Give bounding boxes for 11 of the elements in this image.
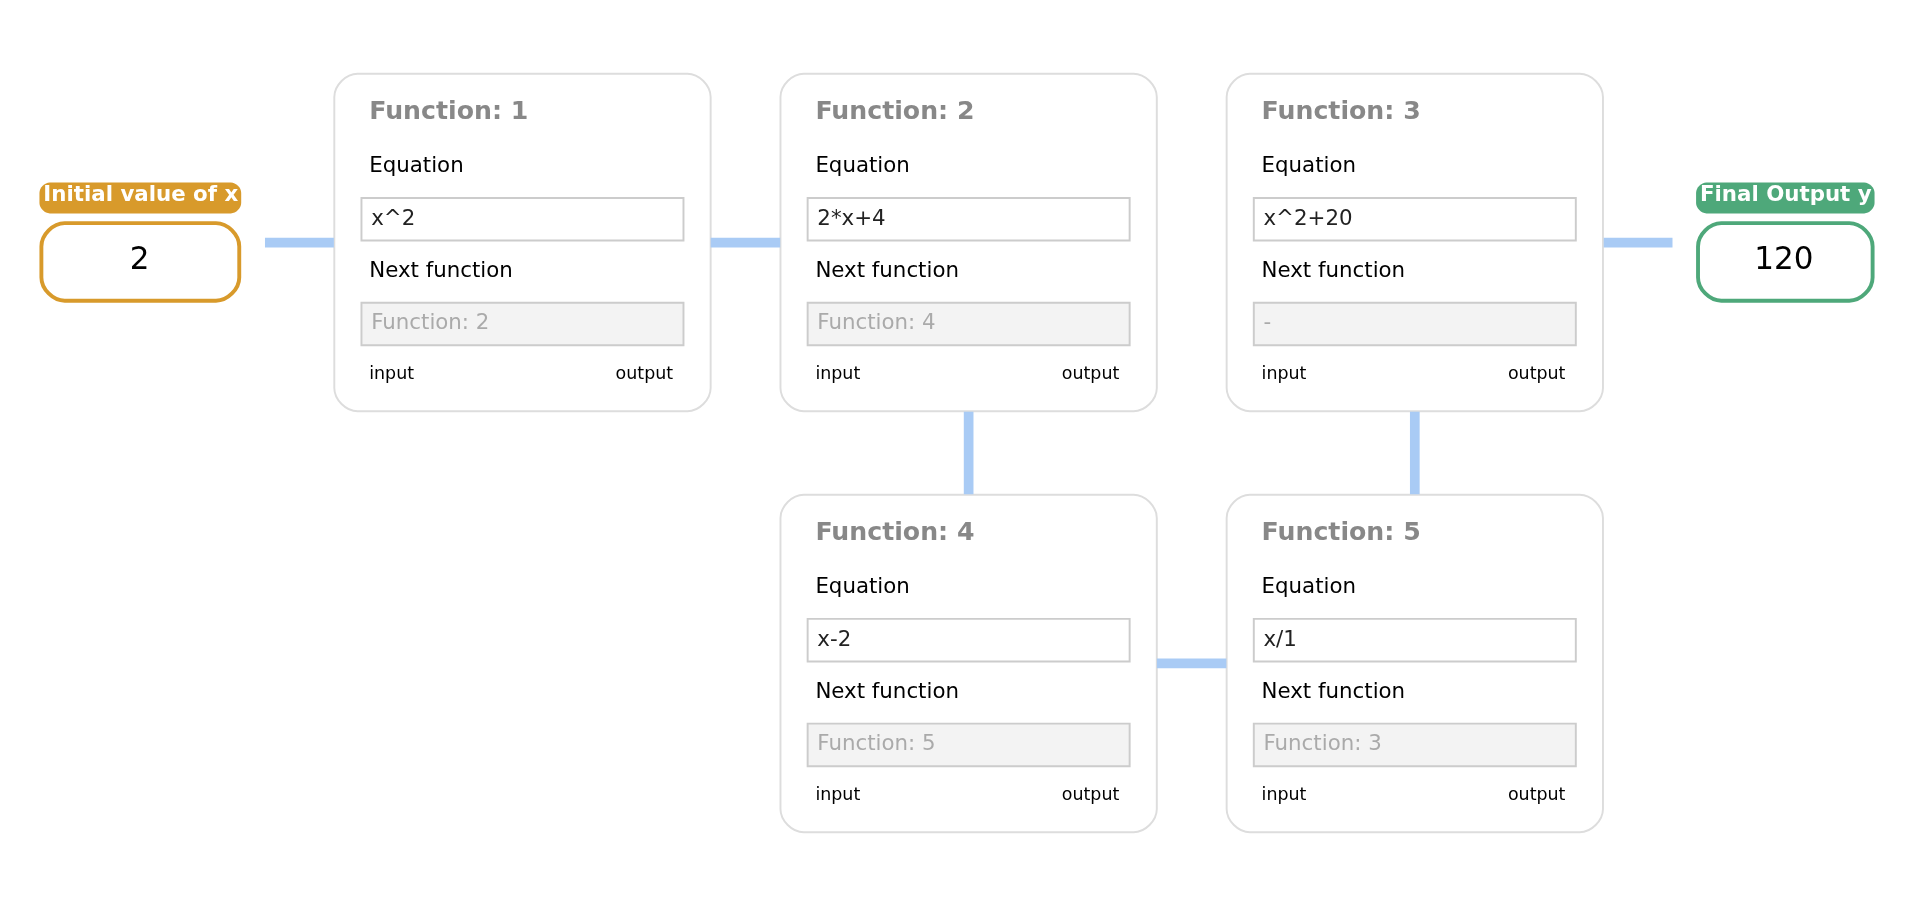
node-box: Function: 1 Equation x^2 Next function Function: 2 input output — [333, 72, 712, 413]
node-box: Function: 5 Equation x/1 Next function Function: 3 input output — [1225, 493, 1604, 834]
node-box: Function: 4 Equation x-2 Next function Function: 5 input output — [779, 493, 1158, 834]
node-box: Function: 3 Equation x^2+20 Next function - input output — [1225, 72, 1604, 413]
node-box: Function: 2 Equation 2*x+4 Next function Function: 4 input output — [779, 72, 1158, 413]
connector — [710, 237, 781, 248]
connector — [1409, 411, 1420, 495]
connector — [1156, 658, 1227, 669]
connector — [1603, 237, 1673, 248]
connector — [963, 411, 974, 495]
connector — [265, 237, 334, 248]
